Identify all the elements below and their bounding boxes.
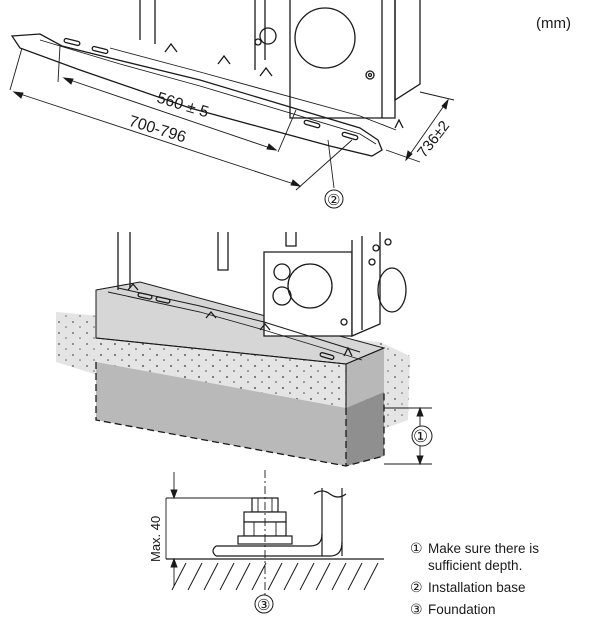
legend-item-installation-base: ② Installation base: [410, 579, 588, 596]
unit-label: (mm): [536, 15, 571, 32]
anchor-bolt-section: [165, 470, 384, 600]
top-dimension-lines: [9, 45, 455, 191]
marker-3-circle: [254, 594, 274, 614]
top-unit-view: [10, 0, 421, 157]
legend-text: Installation base: [428, 580, 526, 595]
marker-3: ③: [257, 597, 270, 614]
marker-2: ②: [327, 192, 340, 209]
marker-1-circle: [411, 425, 433, 447]
legend-marker: ②: [410, 579, 423, 595]
legend: ① Make sure there is sufficient depth. ②…: [410, 540, 588, 623]
marker-2-circle: [324, 189, 344, 209]
legend-text: Foundation: [428, 602, 496, 617]
foundation-view: [56, 232, 432, 467]
legend-marker: ③: [410, 601, 423, 617]
dim-outer-width: 700-796: [127, 113, 188, 146]
dim-max-height: Max. 40: [148, 516, 163, 562]
legend-marker: ①: [410, 540, 423, 556]
legend-text: Make sure there is sufficient depth.: [428, 541, 540, 573]
legend-item-depth: ① Make sure there is sufficient depth.: [410, 540, 588, 574]
marker-1: ①: [413, 427, 428, 446]
legend-item-foundation: ③ Foundation: [410, 601, 588, 618]
